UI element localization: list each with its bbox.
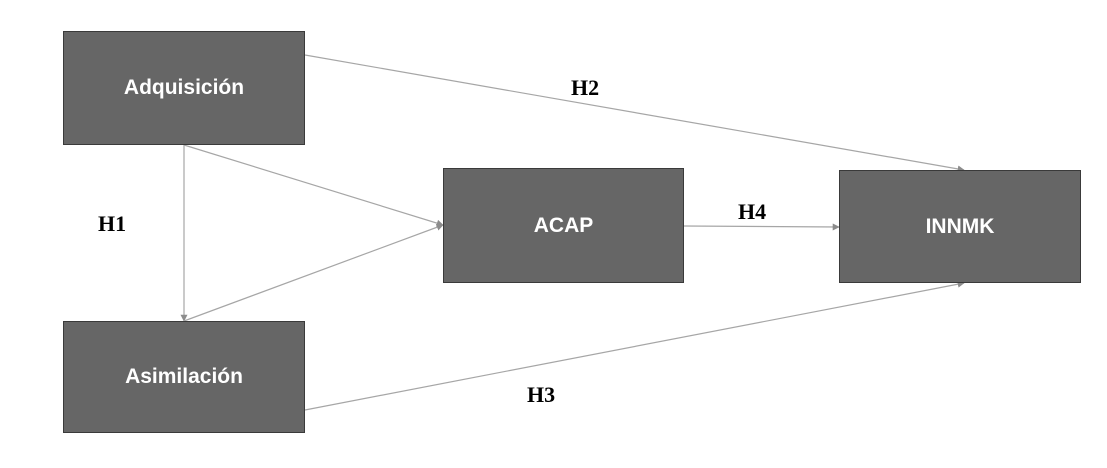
hypothesis-label-h2: H2 (571, 75, 600, 100)
edge-adquisicion-acap (183, 144, 444, 227)
hypothesis-label-h1: H1 (98, 211, 127, 236)
node-adquisicion: Adquisición (63, 31, 305, 145)
edge-adquisicion-innmk (304, 54, 965, 173)
edge-asimilacion-innmk (304, 280, 965, 411)
edge-acap-innmk (683, 223, 840, 231)
hypothesis-label-h4: H4 (738, 199, 767, 224)
node-asimilacion: Asimilación (63, 321, 305, 433)
node-innmk: INNMK (839, 170, 1081, 283)
edge-asimilacion-acap (183, 223, 444, 322)
hypothesis-label-h3: H3 (527, 382, 556, 407)
node-acap: ACAP (443, 168, 684, 283)
